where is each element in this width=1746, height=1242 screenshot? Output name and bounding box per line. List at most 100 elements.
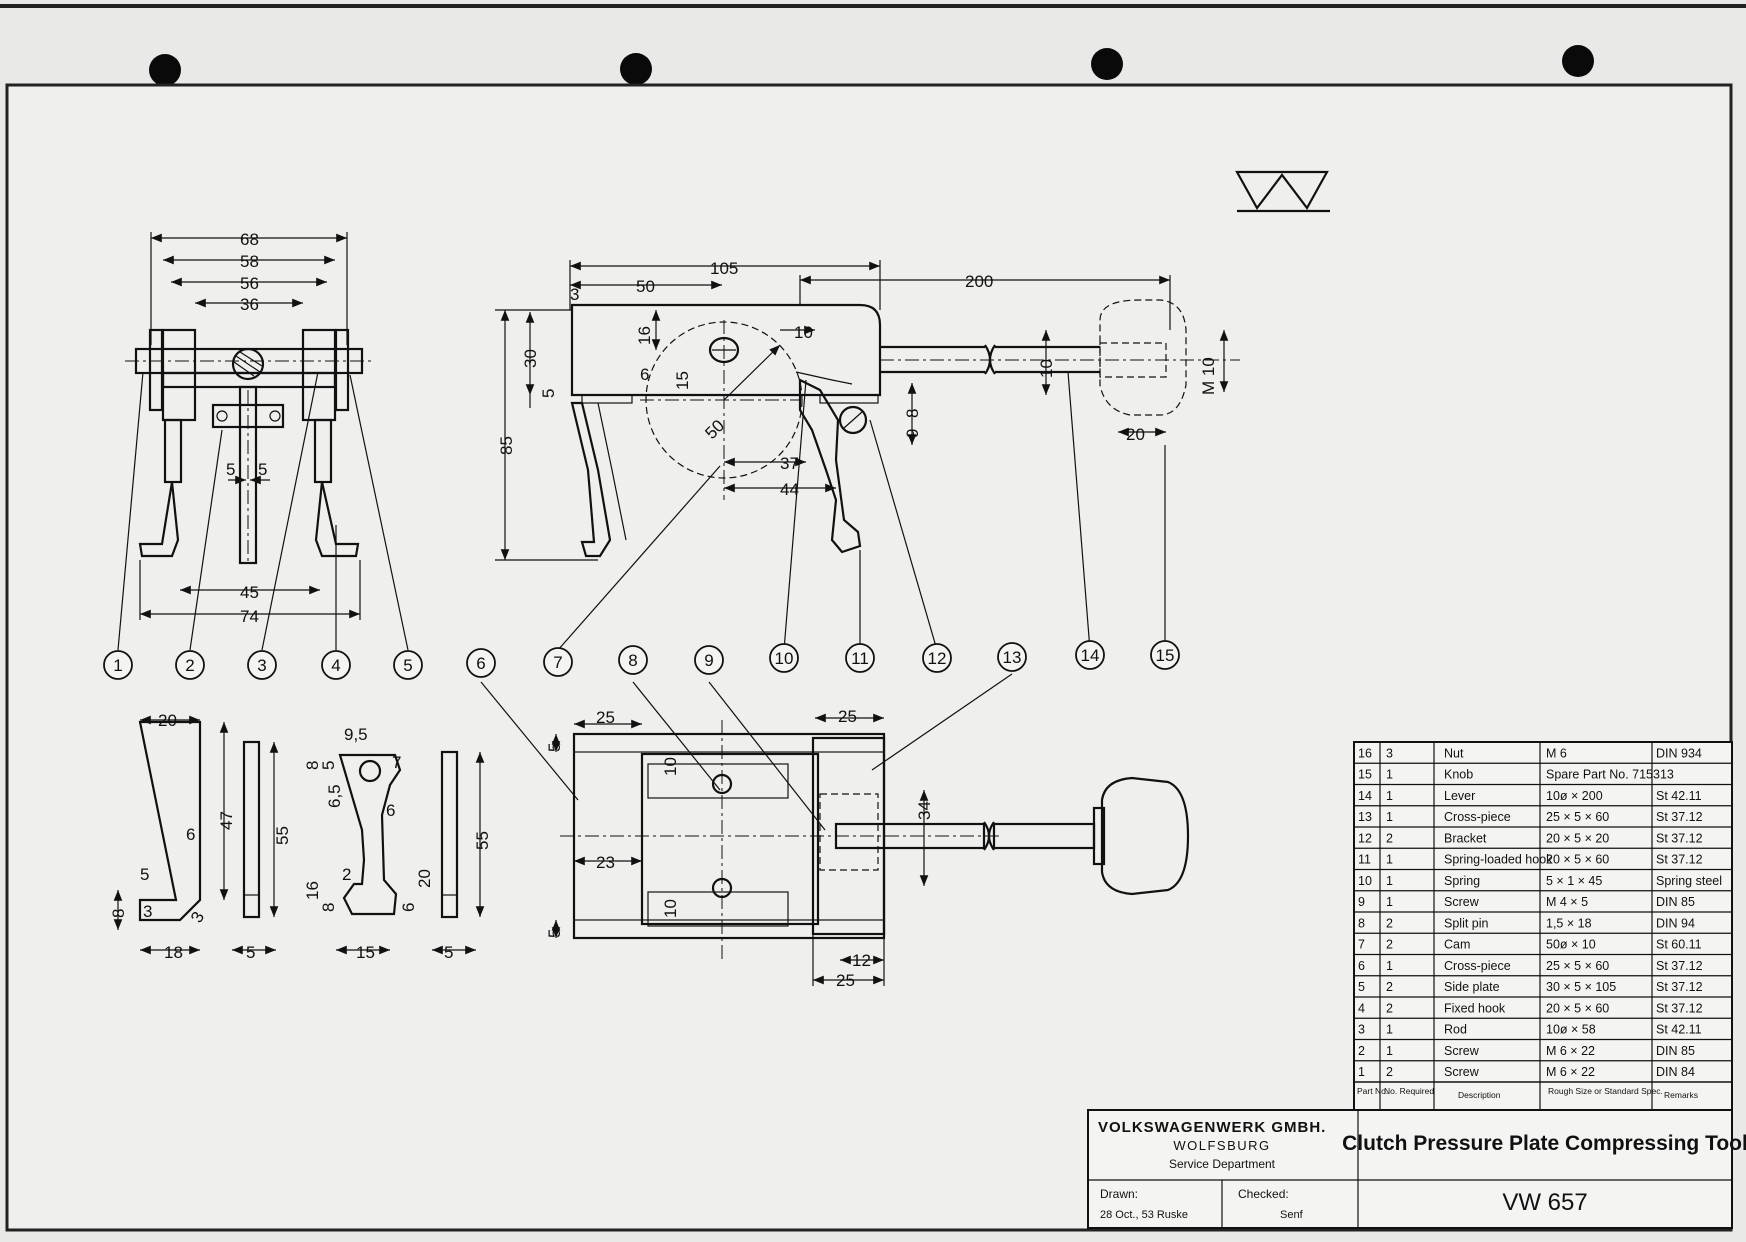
dim-plan-3: 5 [545,743,564,752]
callout-8-circle [618,645,648,675]
dim-part-1: 20 [158,711,177,730]
no-required-cell: 2 [1386,1065,1393,1079]
remarks-cell: DIN 85 [1656,895,1695,909]
drawing-title: Clutch Pressure Plate Compressing Tool [1342,1132,1746,1155]
no-required-cell: 2 [1386,1001,1393,1015]
dim-side-20: 6 [640,365,649,384]
size-spec-cell: 20 × 5 × 60 [1546,1001,1609,1015]
remarks-cell: St 37.12 [1656,959,1703,973]
dim-front-5: 5 [226,460,235,479]
description-cell: Nut [1444,746,1464,760]
dim-side-8: 85 [497,436,516,455]
dim-part-19: 8 [319,903,338,912]
no-required-cell: 3 [1386,746,1393,760]
punch-holes [149,45,1594,86]
dim-front-7: 45 [240,583,259,602]
dim-side-9: 10 [1037,359,1056,378]
callout-leaders [117,371,1166,831]
side-view: 105 50 200 [495,259,1240,561]
dim-plan-8: 34 [915,801,934,820]
header-no-required: No. Required [1384,1086,1434,1096]
callout-10: 10 [775,649,794,668]
size-spec-cell: 30 × 5 × 105 [1546,980,1616,994]
no-required-cell: 1 [1386,874,1393,888]
dim-part-5: 3 [143,902,152,921]
header-description: Description [1458,1090,1501,1100]
no-required-cell: 1 [1386,959,1393,973]
callout-1-circle [103,650,133,680]
part-no-cell: 5 [1358,980,1365,994]
part-no-cell: 15 [1358,768,1372,782]
size-spec-cell: 5 × 1 × 45 [1546,874,1602,888]
dim-part-23: 55 [473,831,492,850]
drawn-value: 28 Oct., 53 Ruske [1100,1209,1188,1221]
remarks-cell: St 37.12 [1656,831,1703,845]
description-cell: Spring [1444,874,1480,888]
checked-value: Senf [1280,1209,1304,1221]
no-required-cell: 1 [1386,1023,1393,1037]
size-spec-cell: 25 × 5 × 60 [1546,959,1609,973]
dim-side-6: 5 [539,389,558,398]
description-cell: Rod [1444,1023,1467,1037]
title-block: VOLKSWAGENWERK GMBH. WOLFSBURG Service D… [1087,1109,1746,1229]
dim-part-15: 6,5 [325,784,344,808]
no-required-cell: 2 [1386,831,1393,845]
callout-2: 2 [185,656,194,675]
dim-plan-1: 25 [596,708,615,727]
dim-part-24: 5 [444,943,453,962]
description-cell: Split pin [1444,916,1489,930]
no-required-cell: 1 [1386,789,1393,803]
remarks-cell: DIN 934 [1656,746,1702,760]
dim-plan-10: 25 [836,971,855,990]
callout-bubbles: 1 2 3 4 5 6 7 8 9 10 11 12 13 14 15 [103,640,1180,680]
no-required-cell: 1 [1386,853,1393,867]
size-spec-cell: 1,5 × 18 [1546,916,1592,930]
part-no-cell: 13 [1358,810,1372,824]
front-view: 68 58 56 36 5 5 45 [125,230,372,626]
dim-side-2: 50 [636,277,655,296]
dim-part-17: 20 [415,869,434,888]
header-size: Rough Size or Standard Spec. [1548,1086,1663,1096]
callout-4-circle [321,650,351,680]
dim-part-10: 55 [273,826,292,845]
callout-14-circle [1075,640,1105,670]
dim-front-8: 74 [240,607,259,626]
remarks-cell: St 42.11 [1656,789,1702,803]
dim-part-2: 47 [217,811,236,830]
dim-side-19: 20 [1126,425,1145,444]
remarks-cell: St 37.12 [1656,853,1703,867]
callout-7-circle [543,647,573,677]
callout-15: 15 [1156,646,1175,665]
company-department: Service Department [1169,1157,1276,1171]
no-required-cell: 1 [1386,895,1393,909]
part-no-cell: 3 [1358,1023,1365,1037]
dim-part-18: 16 [303,881,322,900]
callout-11-circle [845,643,875,673]
dim-part-3: 6 [186,825,195,844]
callout-4: 4 [331,656,340,675]
callout-3: 3 [257,656,266,675]
part-no-cell: 4 [1358,1001,1365,1015]
dim-part-4: 5 [140,865,149,884]
part-no-cell: 14 [1358,789,1372,803]
drawn-label: Drawn: [1100,1187,1138,1201]
dim-plan-2: 25 [838,707,857,726]
dim-front-1: 68 [240,230,259,249]
description-cell: Knob [1444,768,1473,782]
part-no-cell: 10 [1358,874,1372,888]
dim-front-4: 36 [240,295,259,314]
size-spec-cell: 10ø × 58 [1546,1023,1596,1037]
callout-6-circle [466,648,496,678]
part-no-cell: 2 [1358,1044,1365,1058]
size-spec-cell: M 6 [1546,746,1567,760]
size-spec-cell: M 6 × 22 [1546,1065,1595,1079]
dim-side-13: 10 [794,323,813,342]
drawing-number: VW 657 [1502,1189,1587,1216]
